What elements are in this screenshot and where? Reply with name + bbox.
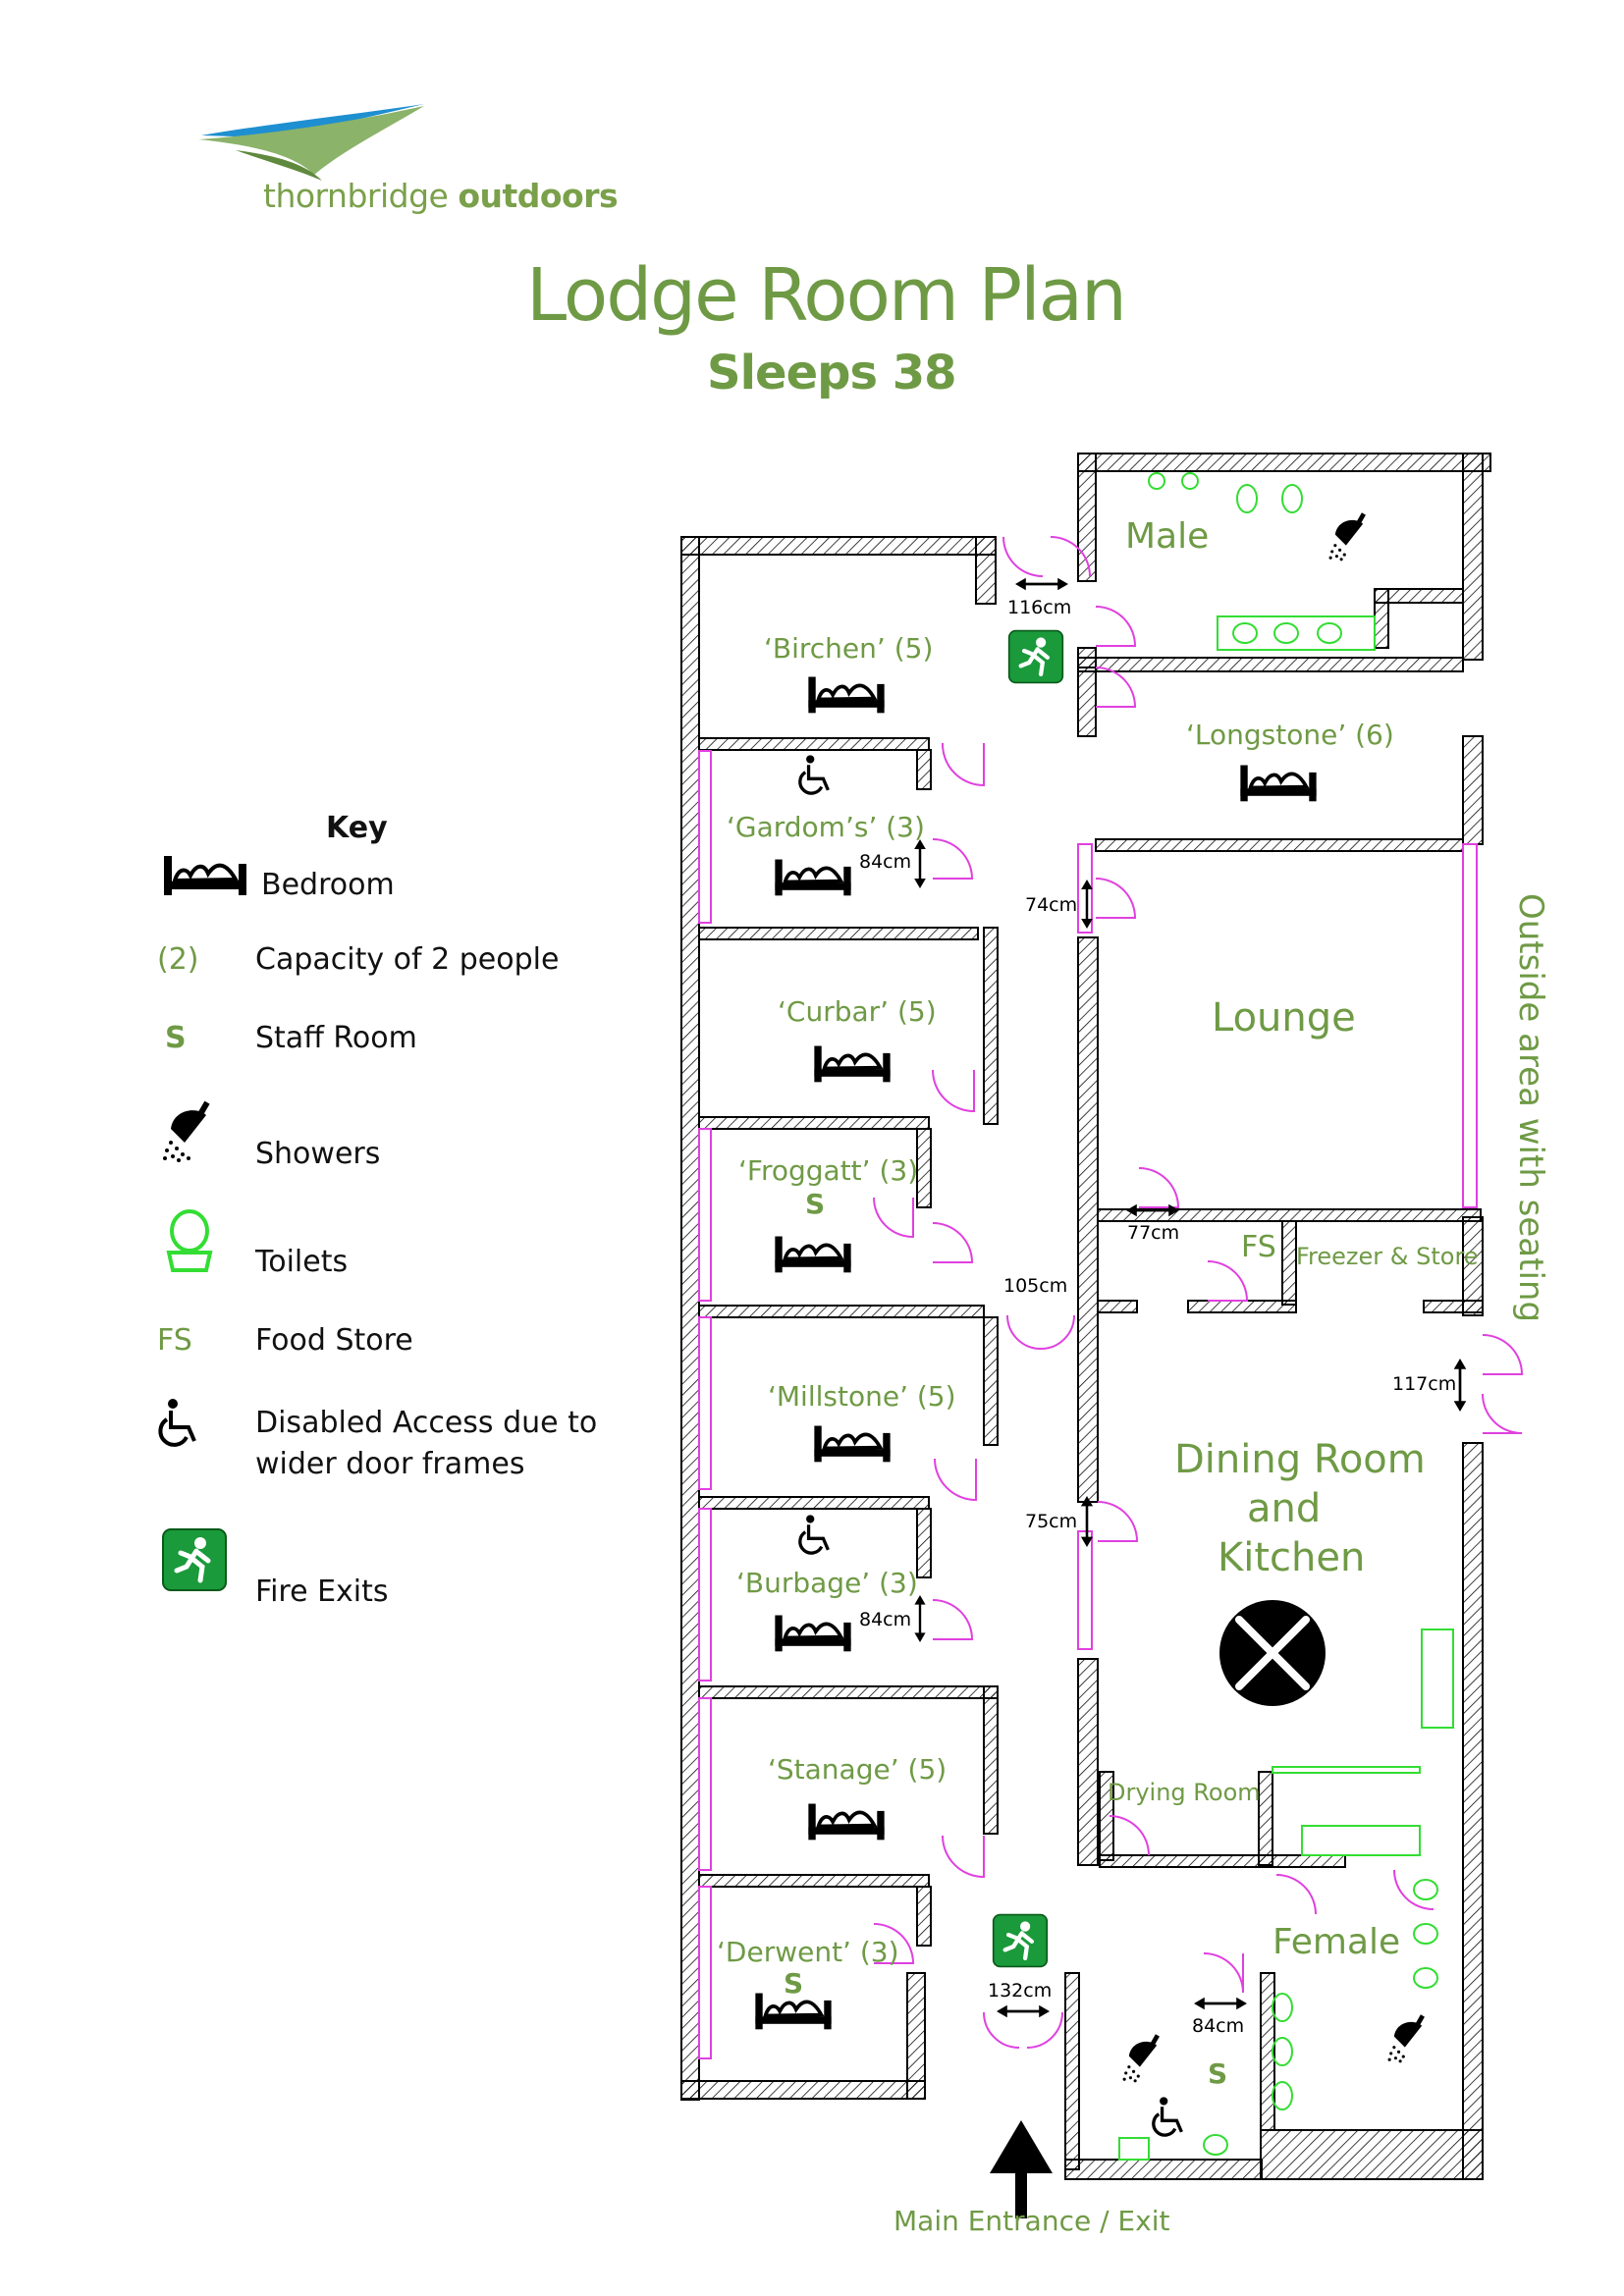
room-label-gardoms: ‘Gardom’s’ (3) [727,811,925,843]
legend-label-toilets: Toilets [255,1245,349,1279]
room-label-female: Female [1272,1922,1400,1962]
legend-label-foodstore: Food Store [255,1323,413,1358]
page-subtitle: Sleeps 38 [707,346,957,400]
fire-exit-icon-bottom [994,1915,1048,1967]
wheelchair-icon-burbage [798,1514,831,1555]
legend-label-showers: Showers [255,1137,381,1171]
bed-icon-froggatt [773,1234,853,1275]
measure-arrow-132 [997,2005,1050,2018]
legend-label-disabled-2: wider door frames [255,1447,525,1481]
measure-arrow-75 [1079,1496,1095,1547]
shower-icon-male [1328,512,1366,561]
room-label-lounge: Lounge [1212,995,1356,1041]
measure-arrow-116 [1013,575,1070,593]
entrance-arrow-icon [990,2120,1053,2218]
room-label-millstone: ‘Millstone’ (5) [768,1380,956,1413]
room-label-burbage: ‘Burbage’ (3) [736,1567,918,1599]
room-label-curbar: ‘Curbar’ (5) [778,995,937,1028]
room-label-dining-3: Kitchen [1218,1535,1365,1580]
cutlery-icon [1219,1600,1326,1706]
measure-arrow-84c [1194,1996,1247,2011]
staff-label-toilets: S [1208,2057,1227,2090]
bed-icon-millstone [812,1423,893,1465]
outside-area-label: Outside area with seating [1511,893,1550,1322]
legend-label-disabled: Disabled Access due to [255,1406,598,1440]
measure-label-117: 117cm [1392,1373,1456,1395]
room-label-drying: Drying Room [1108,1779,1261,1806]
logo-mark-icon [198,104,424,181]
wheelchair-icon-gardoms [798,754,831,795]
legend-label-bedroom: Bedroom [261,868,395,902]
bed-icon-curbar [812,1043,893,1085]
fire-exit-icon [162,1528,227,1591]
fixtures [1118,472,1454,2161]
bed-icon-gardoms [773,857,853,898]
bed-icon-longstone [1238,763,1319,804]
measure-label-74: 74cm [1025,894,1077,916]
wheelchair-icon [158,1399,196,1447]
measure-label-105: 105cm [1003,1275,1067,1297]
wheelchair-icon-staff [1152,2096,1184,2137]
brand-name-light: thornbridge [263,177,449,215]
shower-icon [163,1100,210,1162]
legend-title: Key [326,811,388,845]
room-label-freezer: Freezer & Store [1296,1243,1479,1270]
toilet-icon [166,1209,213,1272]
measure-label-84a: 84cm [859,851,911,873]
room-label-derwent: ‘Derwent’ (3) [717,1936,899,1968]
legend-label-staff: Staff Room [255,1021,417,1055]
shower-icon-female [1387,2014,1425,2063]
room-label-dining-1: Dining Room [1174,1437,1426,1482]
brand-logo: thornbridge outdoors [196,96,619,224]
room-label-male: Male [1125,516,1209,557]
shower-icon-staff [1122,2034,1160,2083]
staff-label-froggatt: S [805,1188,825,1220]
measure-label-75: 75cm [1025,1511,1077,1532]
bed-icon-burbage [773,1613,853,1654]
legend-symbol-staff: S [165,1021,187,1055]
measure-arrow-84b [913,1595,927,1642]
bed-icon-stanage [806,1801,887,1842]
room-label-dining-2: and [1247,1486,1321,1531]
fire-exit-icon-top [1009,631,1063,683]
entrance-label: Main Entrance / Exit [893,2205,1169,2237]
room-label-stanage: ‘Stanage’ (5) [768,1753,947,1786]
legend-label-capacity: Capacity of 2 people [255,942,560,977]
measure-label-116: 116cm [1007,597,1071,618]
measure-label-84c: 84cm [1192,2015,1244,2037]
door-frames [698,536,1524,2059]
room-label-birchen: ‘Birchen’ (5) [764,632,933,665]
brand-name-bold: outdoors [458,177,619,215]
legend-symbol-capacity: (2) [157,942,199,977]
bed-icon-birchen [806,674,887,716]
walls [680,453,1491,2180]
measure-label-77: 77cm [1127,1222,1179,1244]
room-label-longstone: ‘Longstone’ (6) [1186,719,1394,751]
measure-arrow-84a [912,839,928,888]
legend: Key Bedroom (2) Capacity of 2 people S S… [157,805,609,1629]
page-title: Lodge Room Plan [526,253,1127,338]
room-label-froggatt: ‘Froggatt’ (3) [738,1154,918,1187]
legend-symbol-foodstore: FS [157,1323,192,1358]
measure-label-84b: 84cm [859,1609,911,1630]
staff-label-derwent: S [784,1967,803,2000]
legend-label-fire: Fire Exits [255,1575,389,1609]
bed-icon [164,856,246,895]
room-label-fs: FS [1241,1230,1276,1264]
measure-label-132: 132cm [988,1980,1052,2002]
